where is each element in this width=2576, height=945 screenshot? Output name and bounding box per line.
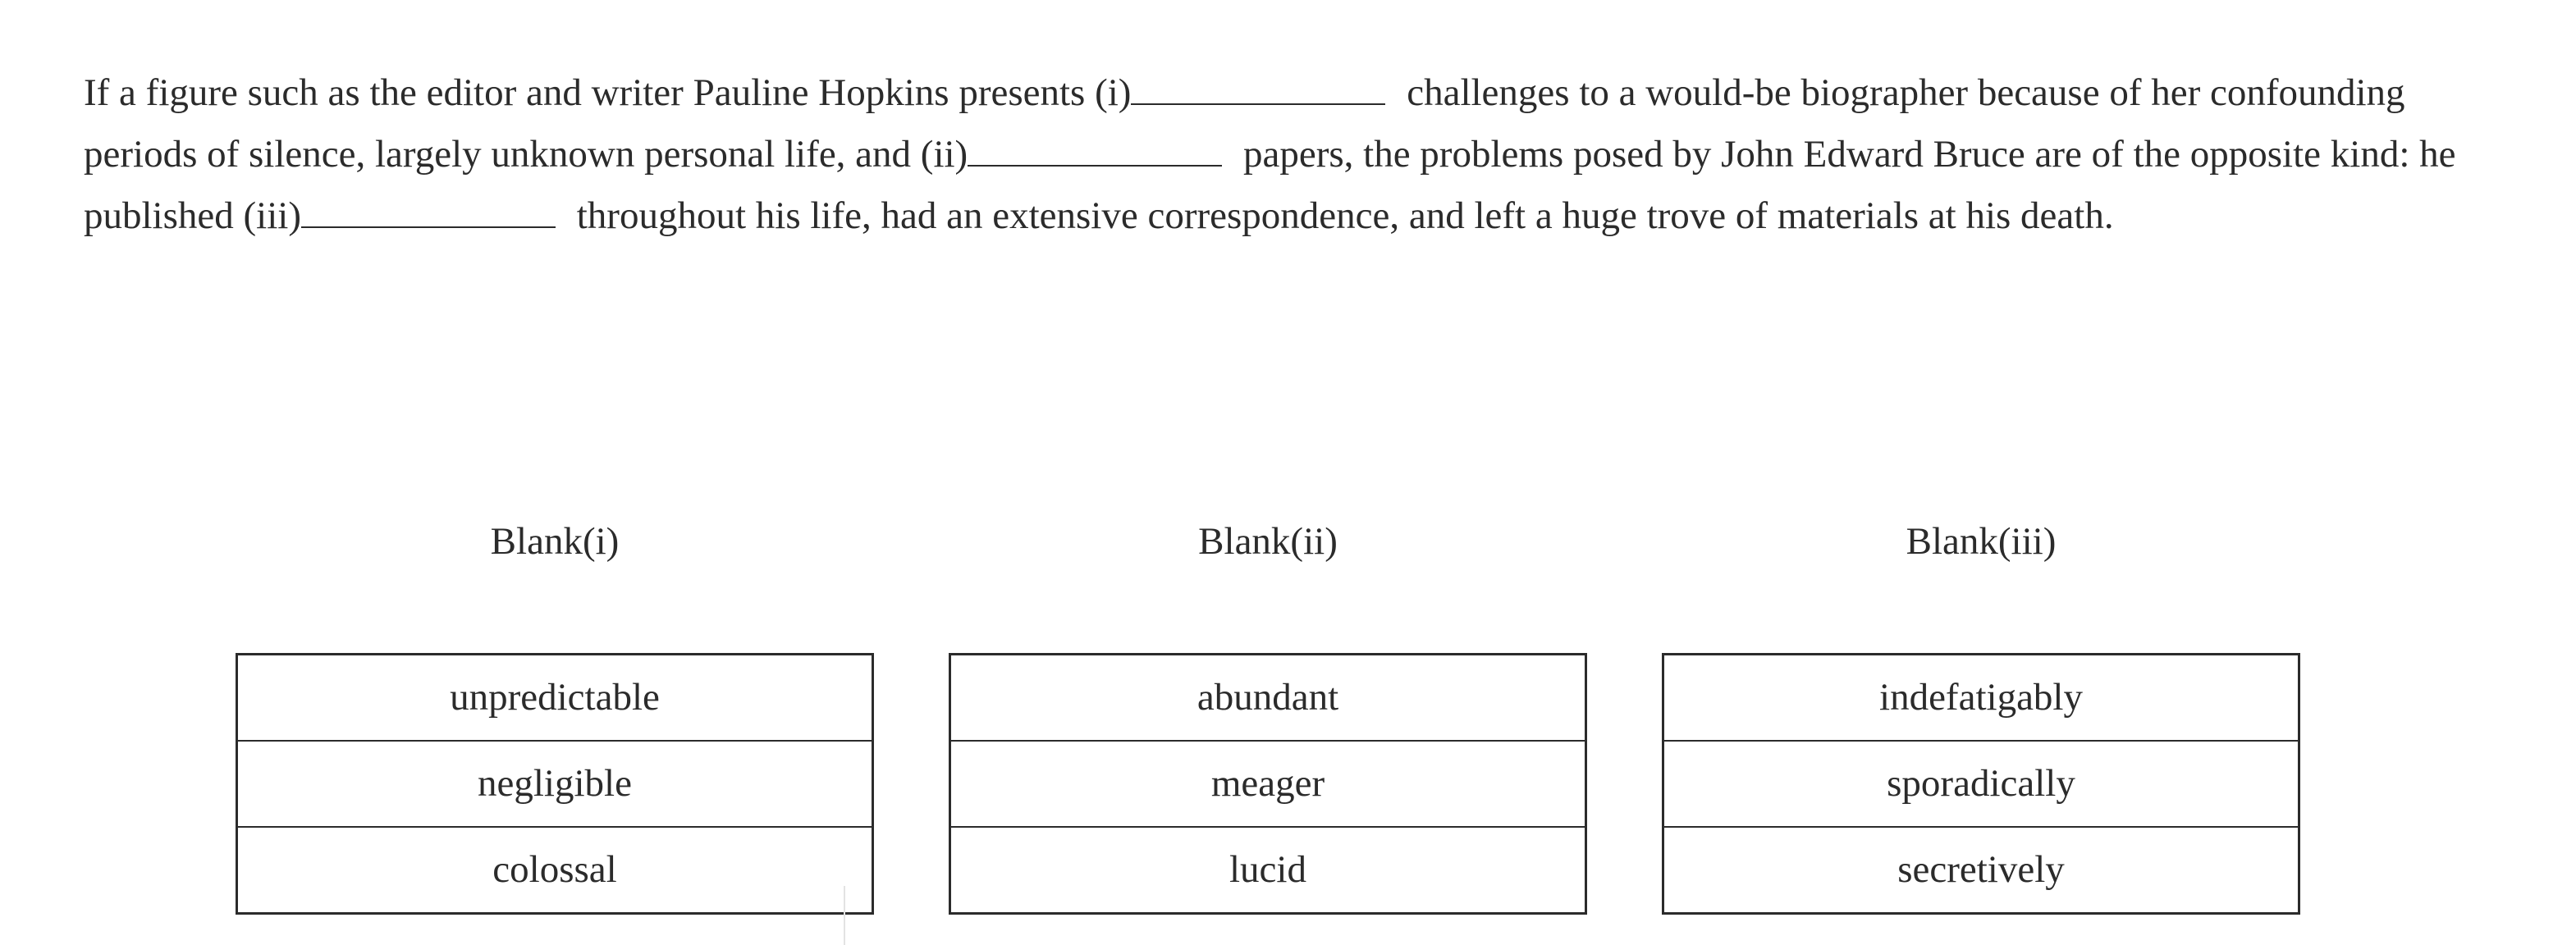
blank-iii-column: Blank(iii) indefatigably sporadically se…: [1662, 517, 2300, 915]
question-passage: If a figure such as the editor and write…: [84, 62, 2513, 247]
blank-ii-option-meager[interactable]: meager: [951, 742, 1585, 828]
passage-text-1: If a figure such as the editor and write…: [84, 71, 1132, 114]
blank-i-heading: Blank(i): [490, 520, 620, 563]
passage-text-4: throughout his life, had an extensive co…: [567, 194, 2114, 237]
blank-i-option-unpredictable[interactable]: unpredictable: [238, 655, 872, 742]
passage-text-2: challenges to a would-be biographer beca…: [84, 71, 2405, 176]
blank-i-line: [1131, 66, 1386, 105]
blank-iii-option-sporadically[interactable]: sporadically: [1664, 742, 2298, 828]
blank-i-option-colossal[interactable]: colossal: [492, 848, 617, 891]
blank-iii-heading: Blank(iii): [1906, 520, 2057, 563]
blank-iii-option-indefatigably[interactable]: indefatigably: [1664, 655, 2298, 742]
blank-iii-line: [301, 189, 556, 228]
blank-ii-heading: Blank(ii): [1198, 520, 1338, 563]
blank-i-option-negligible[interactable]: negligible: [238, 742, 872, 828]
blank-ii-line: [968, 128, 1223, 167]
blank-ii-option-abundant[interactable]: abundant: [951, 655, 1585, 742]
blank-ii-option-lucid[interactable]: lucid: [1229, 848, 1306, 891]
blank-iii-option-secretively[interactable]: secretively: [1897, 848, 2065, 891]
blank-iii-choices: indefatigably sporadically secretively: [1662, 653, 2300, 915]
blank-i-column: Blank(i) unpredictable negligible coloss…: [236, 517, 874, 915]
divider: [844, 886, 845, 945]
passage-text-3: papers, the problems posed by John Edwar…: [84, 133, 2456, 237]
blank-i-choices: unpredictable negligible colossal: [236, 653, 874, 915]
blank-ii-choices: abundant meager lucid: [949, 653, 1587, 915]
blank-ii-column: Blank(ii) abundant meager lucid: [949, 517, 1587, 915]
